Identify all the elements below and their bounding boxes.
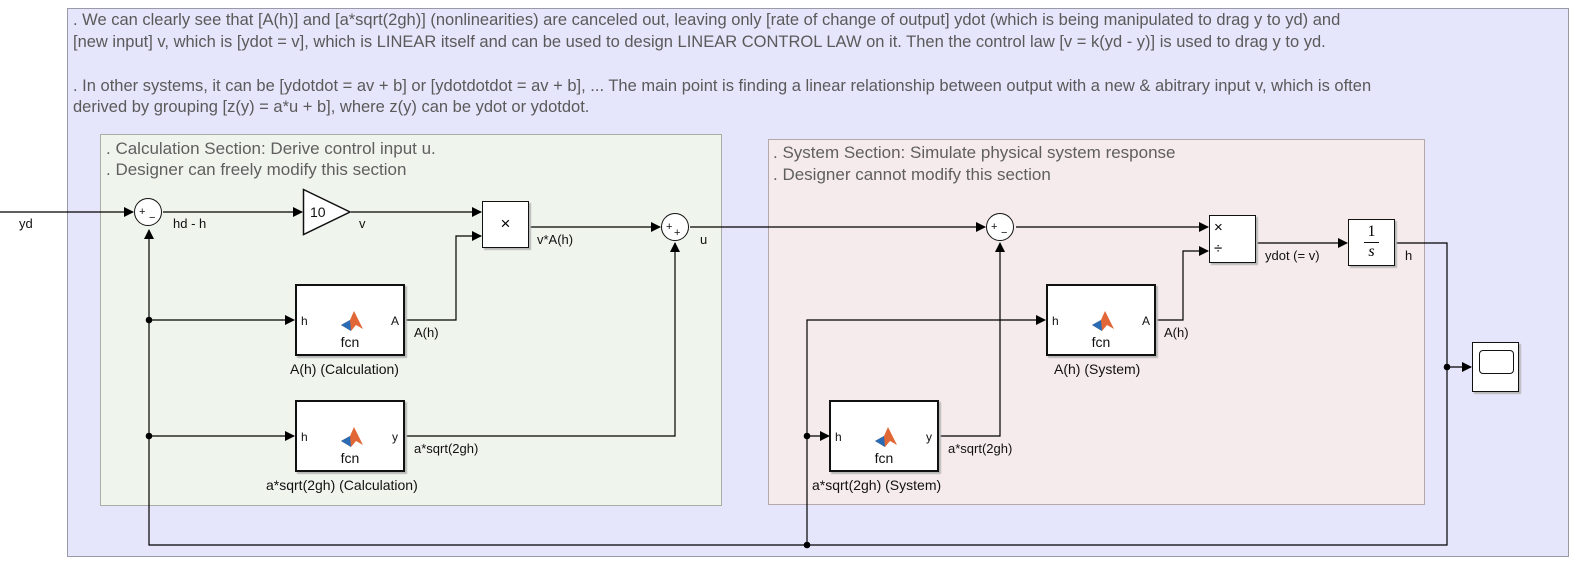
sum-plus-sign: +: [666, 221, 673, 233]
port-h: h: [1052, 314, 1059, 328]
product-symbol: ×: [500, 214, 511, 233]
fcn-block-Ah-sys[interactable]: h A fcn: [1046, 284, 1156, 356]
fcn-block-Ah-calc[interactable]: h A fcn: [295, 284, 405, 356]
wire-h-out: [144, 229, 1448, 546]
multiply-symbol: ×: [1214, 219, 1223, 236]
sum-block-u[interactable]: + +: [661, 213, 689, 241]
signal-label-Ah-calc: A(h): [414, 325, 439, 340]
note-line-4: derived by grouping [z(y) = a*u + b], wh…: [73, 98, 590, 116]
integrator-denominator: s: [1368, 243, 1375, 260]
fcn-block-sq-calc[interactable]: h y fcn: [295, 400, 405, 472]
block-name-Ah-sys: A(h) (System): [1054, 361, 1141, 377]
calc-section-subtitle: . Designer can freely modify this sectio…: [106, 160, 407, 179]
fcn-label: fcn: [340, 334, 360, 350]
note-line-2: [new input] v, which is [ydot = v], whic…: [73, 33, 1326, 51]
signal-label-sq-calc: a*sqrt(2gh): [414, 441, 479, 456]
signal-label-sq-sys: a*sqrt(2gh): [948, 441, 1013, 456]
block-name-Ah-calc: A(h) (Calculation): [290, 361, 399, 377]
product-block-calc[interactable]: ×: [482, 201, 529, 248]
wire-sq-sys: [939, 242, 1005, 437]
fcn-label: fcn: [874, 450, 894, 466]
wire-sq-calc: [405, 242, 680, 437]
note-line-3: . In other systems, it can be [ydotdot =…: [73, 77, 1372, 95]
matlab-logo-icon: [341, 311, 363, 331]
matlab-logo-icon: [875, 427, 897, 447]
system-section-subtitle: . Designer cannot modify this section: [773, 165, 1051, 184]
system-section-title: . System Section: Simulate physical syst…: [773, 143, 1176, 162]
divide-block-system[interactable]: × ÷: [1209, 215, 1256, 263]
gain-value: 10: [310, 204, 326, 220]
port-h: h: [301, 314, 308, 328]
port-h: h: [301, 430, 308, 444]
scope-block[interactable]: [1472, 342, 1519, 392]
wire-Ah-calc: [405, 231, 482, 321]
sum-block-system[interactable]: + −: [986, 213, 1014, 241]
sum-minus-sign: −: [1001, 227, 1008, 239]
port-A: A: [390, 314, 399, 328]
fcn-block-sq-sys[interactable]: h y fcn: [829, 400, 939, 472]
port-h: h: [835, 430, 842, 444]
signal-label-Ah-sys: A(h): [1164, 325, 1189, 340]
calc-section-title: . Calculation Section: Derive control in…: [106, 139, 436, 158]
note-line-1: . We can clearly see that [A(h)] and [a*…: [73, 11, 1341, 29]
port-y: y: [392, 430, 398, 444]
port-A: A: [1141, 314, 1150, 328]
divide-symbol: ÷: [1214, 240, 1223, 257]
sum-plus-sign: +: [674, 227, 681, 239]
fcn-label: fcn: [340, 450, 360, 466]
block-name-sq-calc: a*sqrt(2gh) (Calculation): [266, 477, 418, 493]
signal-label-vA: v*A(h): [537, 232, 574, 247]
signal-label-v: v: [359, 216, 366, 231]
signal-label-error: hd - h: [173, 216, 207, 231]
scope-screen-icon: [1479, 350, 1514, 374]
signal-label-h: h: [1405, 248, 1413, 263]
sum-block-error[interactable]: + −: [134, 198, 162, 226]
signal-label-yd: yd: [19, 216, 33, 231]
matlab-logo-icon: [341, 427, 363, 447]
integrator-numerator: 1: [1367, 223, 1376, 240]
signal-label-ydot: ydot (= v): [1265, 248, 1320, 263]
signal-label-u: u: [700, 232, 708, 247]
block-name-sq-sys: a*sqrt(2gh) (System): [812, 477, 942, 493]
wire-h-sys: [806, 315, 1046, 545]
matlab-logo-icon: [1092, 311, 1114, 331]
sum-plus-sign: +: [991, 221, 998, 233]
wire-Ah-sys: [1155, 246, 1209, 321]
integrator-fraction-line: [1364, 242, 1379, 243]
sum-plus-sign: +: [139, 206, 146, 218]
port-y: y: [926, 430, 932, 444]
sum-minus-sign: −: [149, 212, 156, 224]
integrator-block[interactable]: 1 s: [1348, 219, 1395, 266]
fcn-label: fcn: [1091, 334, 1111, 350]
gain-block[interactable]: 10: [302, 188, 354, 236]
